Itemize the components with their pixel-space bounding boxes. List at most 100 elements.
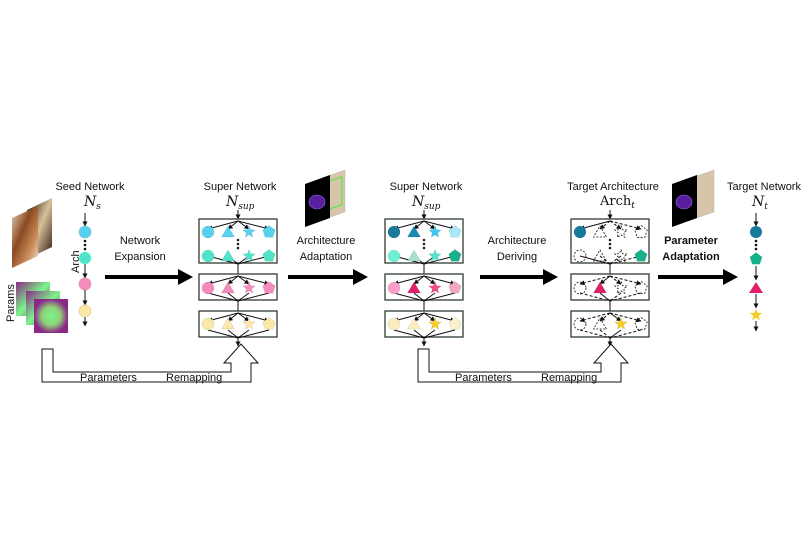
circle-op-icon: [387, 249, 401, 263]
pentagon-op-icon: [262, 317, 276, 330]
super-network-1-symbol: Nsup: [225, 194, 255, 212]
super-network-2-title: Super Network: [390, 181, 463, 193]
arrow-right-icon: [353, 269, 368, 285]
triangle-op-icon: [407, 249, 421, 262]
transition-label-line2: Deriving: [497, 251, 537, 263]
seed-node-circle-yellow: [78, 304, 92, 318]
pentagon-op-icon: [262, 249, 276, 262]
star-op-icon: [242, 224, 256, 238]
triangle-op-icon: [407, 281, 421, 294]
pentagon-op-icon: [448, 317, 462, 330]
cell-block-3: [570, 310, 650, 338]
circle-op-icon: [573, 281, 587, 295]
remap-label-parameters: Parameters: [80, 372, 137, 384]
transition-label-line1: Architecture: [297, 235, 356, 247]
transition-network-expansion: Network Expansion: [105, 235, 193, 285]
transition-label-line2: Adaptation: [662, 251, 720, 263]
seed-network-symbol: Ns: [83, 194, 101, 212]
pentagon-op-icon: [634, 281, 648, 294]
target-architecture: [570, 210, 650, 347]
transition-label-line1: Parameter: [664, 235, 719, 247]
segmentation-images-icon: [672, 169, 715, 227]
seed-network-title: Seed Network: [55, 181, 125, 193]
pentagon-op-icon: [634, 317, 648, 330]
transition-label-line1: Network: [120, 235, 161, 247]
remap-label-remapping: Remapping: [166, 372, 222, 384]
star-op-icon: [428, 224, 442, 238]
circle-op-icon: [387, 317, 401, 331]
cell-block-2: [570, 273, 650, 301]
super-network-2-symbol: Nsup: [411, 194, 441, 212]
arch-label: Arch: [70, 250, 82, 273]
star-op-icon: [428, 248, 442, 262]
target-network-title: Target Network: [727, 181, 801, 193]
star-op-icon: [613, 248, 629, 263]
triangle-op-icon: [221, 281, 235, 294]
triangle-op-icon: [407, 225, 421, 238]
star-op-icon: [613, 280, 629, 295]
star-op-icon: [242, 248, 256, 262]
circle-op-icon: [201, 317, 215, 331]
arrow-right-icon: [178, 269, 193, 285]
target-node-circle: [750, 226, 762, 238]
seed-network: Seed Network Ns Params Arch: [5, 181, 125, 333]
seed-node-circle-cyan: [78, 225, 92, 239]
super-network-1: [198, 210, 278, 347]
pentagon-op-icon: [262, 225, 276, 238]
triangle-op-icon: [592, 317, 608, 330]
transition-label-line2: Adaptation: [300, 251, 353, 263]
params-heatmaps-icon: [16, 282, 68, 333]
transition-architecture-deriving: Architecture Deriving: [480, 235, 558, 285]
target-network: Target Network Nt: [727, 181, 801, 332]
target-architecture-title: Target Architecture: [567, 181, 659, 193]
triangle-op-icon: [221, 249, 235, 262]
arrow-right-icon: [723, 269, 738, 285]
target-network-symbol: Nt: [751, 194, 768, 212]
target-architecture-symbol: Archt: [599, 194, 635, 211]
circle-op-icon: [387, 225, 401, 239]
star-op-icon: [242, 280, 256, 294]
transition-architecture-adaptation: Architecture Adaptation: [288, 169, 368, 285]
transition-label-line1: Architecture: [488, 235, 547, 247]
seed-node-circle-pink: [78, 277, 92, 291]
parameters-remapping-arrow-2: Parameters Remapping: [417, 343, 630, 384]
target-node-pentagon: [749, 252, 763, 265]
triangle-op-icon: [407, 317, 421, 330]
star-op-icon: [428, 280, 442, 294]
circle-op-icon: [387, 281, 401, 295]
triangle-op-icon: [592, 225, 608, 238]
star-op-icon: [614, 316, 628, 330]
pentagon-op-icon: [262, 281, 276, 294]
pentagon-op-icon: [634, 225, 648, 238]
circle-op-icon: [201, 281, 215, 295]
star-op-icon: [613, 224, 629, 239]
target-node-star: [749, 308, 763, 321]
remap-label-parameters: Parameters: [455, 372, 512, 384]
parameters-remapping-arrow-1: Parameters Remapping: [41, 343, 260, 384]
circle-op-icon: [573, 249, 587, 263]
remap-label-remapping: Remapping: [541, 372, 597, 384]
seed-node-circle-teal: [78, 251, 92, 265]
arrow-right-icon: [543, 269, 558, 285]
triangle-op-icon: [593, 281, 607, 294]
circle-op-icon: [573, 225, 587, 239]
star-op-icon: [242, 316, 256, 330]
super-network-2: [384, 210, 464, 347]
transition-label-line2: Expansion: [114, 251, 165, 263]
triangle-op-icon: [592, 249, 608, 262]
circle-op-icon: [201, 249, 215, 263]
target-node-triangle: [749, 282, 763, 293]
pentagon-op-icon: [448, 225, 462, 238]
circle-op-icon: [573, 317, 587, 331]
pentagon-op-icon: [448, 281, 462, 294]
transition-parameter-adaptation: Parameter Adaptation: [658, 169, 738, 285]
star-op-icon: [428, 316, 442, 330]
pentagon-op-icon: [448, 249, 462, 262]
super-network-1-title: Super Network: [204, 181, 277, 193]
input-images-icon: [12, 198, 52, 268]
pentagon-op-icon: [634, 249, 648, 262]
triangle-op-icon: [221, 317, 235, 330]
triangle-op-icon: [221, 225, 235, 238]
params-label: Params: [5, 284, 17, 322]
